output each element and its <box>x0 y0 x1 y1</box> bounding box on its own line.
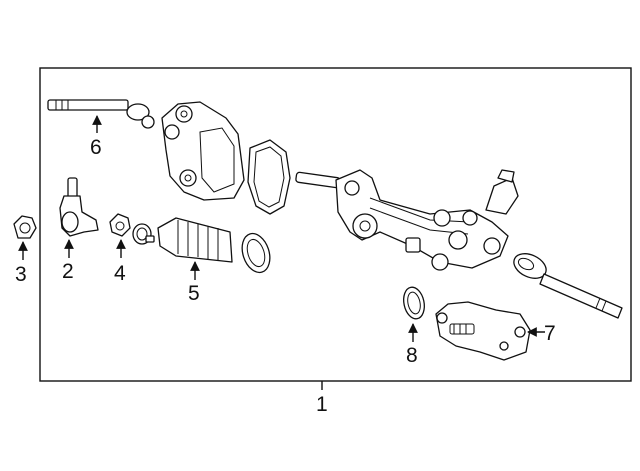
outer-tie-rod-end[interactable] <box>59 177 99 237</box>
tie-rod-nut[interactable] <box>13 215 37 239</box>
boot-clamp-large[interactable] <box>237 230 274 276</box>
jam-nut[interactable] <box>109 213 131 237</box>
callout-8: 8 <box>406 344 418 367</box>
callout-1: 1 <box>316 393 328 416</box>
callout-4: 4 <box>114 262 126 285</box>
housing-gasket[interactable] <box>247 139 291 215</box>
right-inner-tie-rod[interactable] <box>510 249 623 319</box>
motor-seal-ring[interactable] <box>401 285 427 320</box>
assist-motor-module[interactable] <box>435 301 531 361</box>
assembly-frame <box>39 67 632 382</box>
steering-rack-assembly[interactable] <box>295 169 519 271</box>
callout-2: 2 <box>62 260 74 283</box>
callout-3: 3 <box>15 263 27 286</box>
inner-tie-rod[interactable] <box>47 99 155 129</box>
callout-6: 6 <box>90 136 102 159</box>
motor-housing-cover[interactable] <box>161 101 245 201</box>
rack-boot[interactable] <box>157 217 233 263</box>
callout-7: 7 <box>544 322 556 345</box>
boot-clamp-small[interactable] <box>132 223 155 245</box>
callout-5: 5 <box>188 282 200 305</box>
